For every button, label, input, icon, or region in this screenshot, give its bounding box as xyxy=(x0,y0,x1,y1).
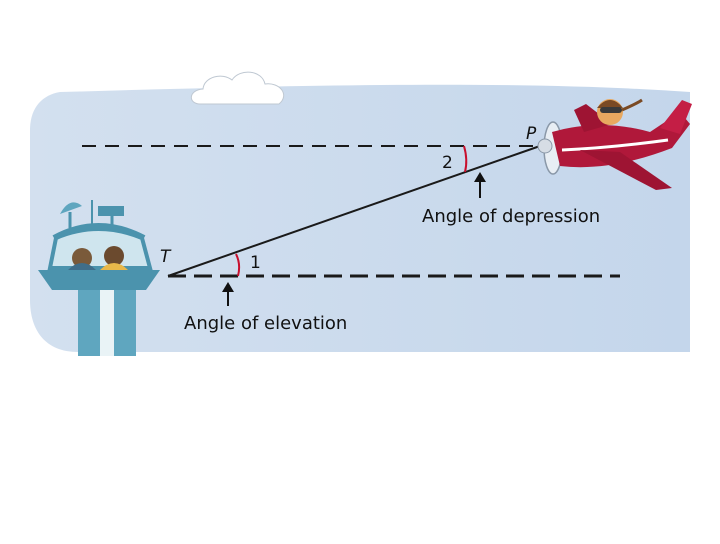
point-p-label: P xyxy=(526,124,537,144)
controller-person-icon xyxy=(68,248,96,270)
pilot-icon xyxy=(597,98,643,125)
elevation-arrow-icon xyxy=(222,282,234,306)
controller-person-icon xyxy=(100,246,128,270)
cloud-icon xyxy=(190,71,285,105)
angle-2-arc xyxy=(463,145,468,173)
control-tower-icon xyxy=(38,200,160,356)
angle-1-label: 1 xyxy=(250,253,261,273)
depression-arrow-icon xyxy=(474,172,486,198)
angle-2-label: 2 xyxy=(442,153,453,173)
angle-of-elevation-label: Angle of elevation xyxy=(184,313,347,334)
line-of-sight xyxy=(167,145,541,277)
angle-of-depression-label: Angle of depression xyxy=(422,206,600,227)
radar-antenna-icon xyxy=(60,200,124,228)
angle-1-arc xyxy=(235,253,241,277)
airplane-icon xyxy=(537,98,692,190)
point-t-label: T xyxy=(160,247,172,267)
